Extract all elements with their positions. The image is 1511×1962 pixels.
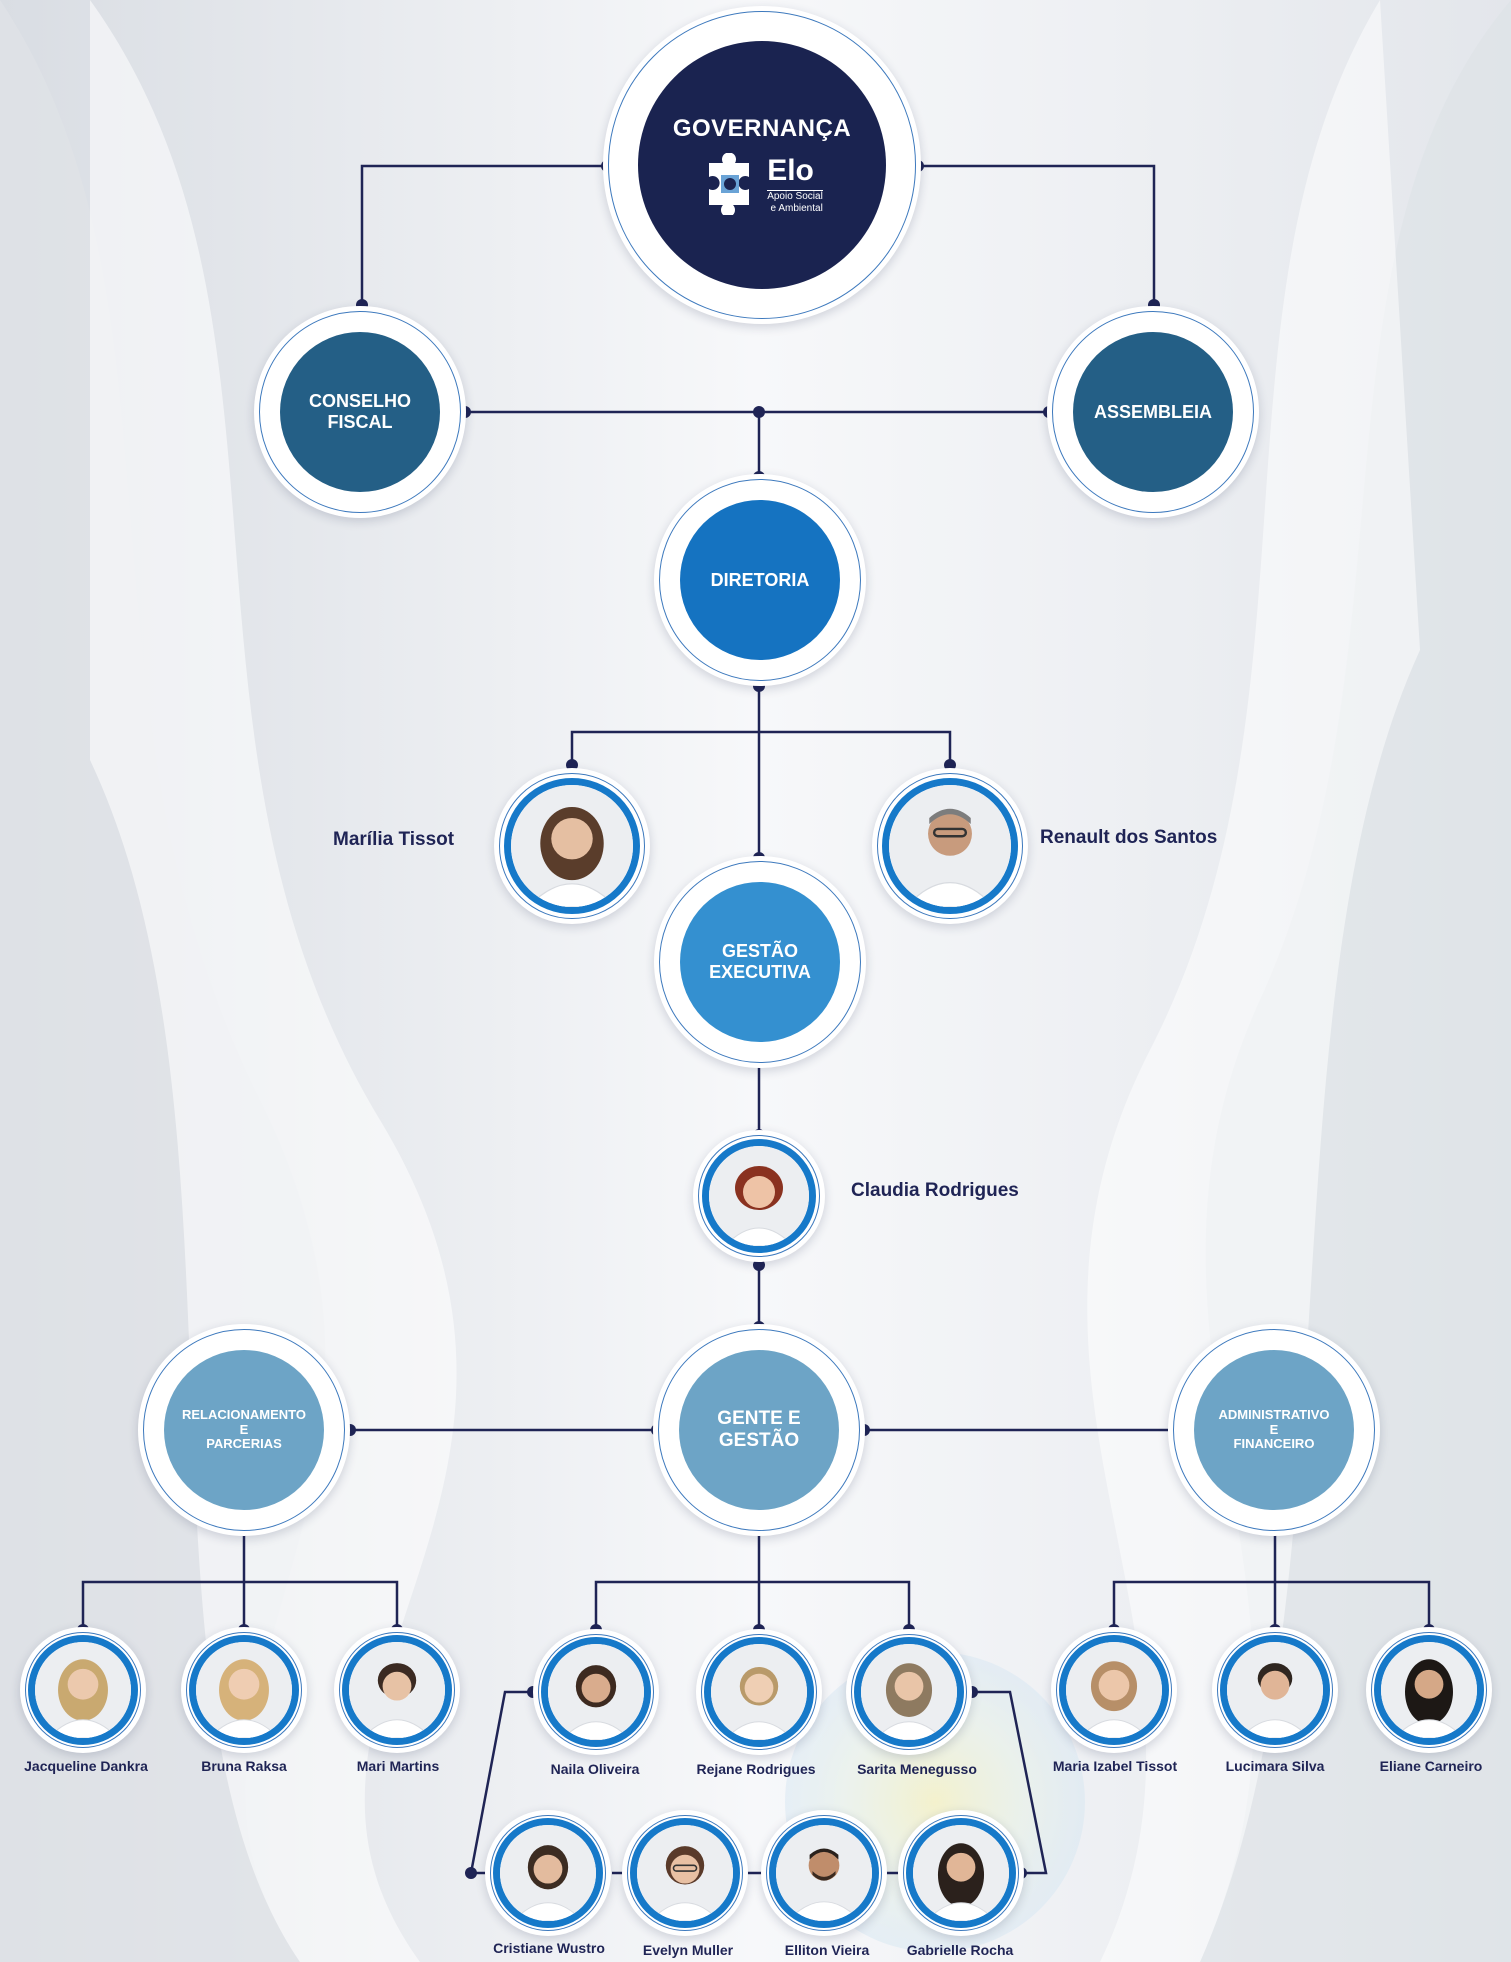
avatar xyxy=(349,1642,445,1738)
photo-elliton xyxy=(761,1810,887,1936)
relacionamento-node: RELACIONAMENTO E PARCERIAS xyxy=(138,1324,350,1536)
elo-logo: Elo Apoio Social e Ambiental xyxy=(701,152,823,215)
name-lucimara: Lucimara Silva xyxy=(1225,1758,1325,1774)
avatar xyxy=(1381,1642,1477,1738)
avatar xyxy=(637,1825,733,1921)
conselho-label-1: CONSELHO xyxy=(308,391,411,412)
avatar xyxy=(500,1825,596,1921)
photo-rejane xyxy=(696,1629,822,1755)
name-maria-izabel: Maria Izabel Tissot xyxy=(1052,1758,1178,1774)
adm-label-1: ADMINISTRATIVO xyxy=(1218,1406,1330,1422)
diretoria-node: DIRETORIA xyxy=(654,474,866,686)
name-jacqueline: Jacqueline Dankra xyxy=(24,1758,148,1774)
photo-renault xyxy=(872,768,1028,924)
conselho-label-2: FISCAL xyxy=(327,412,393,432)
gestao-executiva-node: GESTÃO EXECUTIVA xyxy=(654,856,866,1068)
avatar xyxy=(709,1146,809,1246)
photo-cristiane xyxy=(485,1810,611,1936)
name-renault: Renault dos Santos xyxy=(1040,827,1218,848)
governanca-node: GOVERNANÇA Elo Apoio Social e Ambiental xyxy=(603,6,921,324)
name-sarita: Sarita Menegusso xyxy=(857,1761,977,1777)
governanca-title: GOVERNANÇA xyxy=(672,115,852,143)
name-mari: Mari Martins xyxy=(356,1758,440,1774)
adm-label-3: FINANCEIRO xyxy=(1233,1436,1315,1452)
avatar xyxy=(861,1644,957,1740)
photo-mari xyxy=(334,1627,460,1753)
photo-eliane xyxy=(1366,1627,1492,1753)
name-elliton: Elliton Vieira xyxy=(784,1942,870,1958)
avatar xyxy=(35,1642,131,1738)
name-naila: Naila Oliveira xyxy=(550,1761,640,1777)
photo-sarita xyxy=(846,1629,972,1755)
puzzle-icon xyxy=(709,152,750,215)
gente-label-2: GESTÃO xyxy=(718,1430,800,1451)
avatar xyxy=(511,785,633,907)
photo-claudia xyxy=(693,1130,825,1262)
photo-bruna xyxy=(181,1627,307,1753)
photo-lucimara xyxy=(1212,1627,1338,1753)
avatar xyxy=(548,1644,644,1740)
avatar xyxy=(711,1644,807,1740)
name-eliane: Eliane Carneiro xyxy=(1379,1758,1483,1774)
name-evelyn: Evelyn Muller xyxy=(642,1942,734,1958)
diretoria-label: DIRETORIA xyxy=(710,569,810,590)
logo-name: Elo xyxy=(767,154,823,192)
name-rejane: Rejane Rodrigues xyxy=(696,1761,816,1777)
logo-tagline-2: e Ambiental xyxy=(770,202,823,214)
gente-label-1: GENTE E xyxy=(717,1408,801,1430)
rel-label-2: E xyxy=(239,1421,249,1437)
photo-evelyn xyxy=(622,1810,748,1936)
photo-gabrielle xyxy=(898,1810,1024,1936)
photo-naila xyxy=(533,1629,659,1755)
avatar xyxy=(196,1642,292,1738)
conselho-fiscal-node: CONSELHO FISCAL xyxy=(254,306,466,518)
assembleia-node: ASSEMBLEIA xyxy=(1047,306,1259,518)
photo-jacqueline xyxy=(20,1627,146,1753)
name-claudia: Claudia Rodrigues xyxy=(851,1180,1019,1201)
gestao-label-1: GESTÃO xyxy=(721,941,798,962)
avatar xyxy=(1066,1642,1162,1738)
rel-label-3: PARCERIAS xyxy=(206,1436,282,1452)
photo-maria-izabel xyxy=(1051,1627,1177,1753)
name-gabrielle: Gabrielle Rocha xyxy=(906,1942,1014,1958)
avatar xyxy=(889,785,1011,907)
assembleia-label: ASSEMBLEIA xyxy=(1093,401,1212,422)
name-cristiane: Cristiane Wustro xyxy=(493,1940,605,1956)
photo-marilia xyxy=(494,768,650,924)
avatar xyxy=(913,1825,1009,1921)
administrativo-node: ADMINISTRATIVO E FINANCEIRO xyxy=(1168,1324,1380,1536)
logo-tagline-1: Apoio Social xyxy=(767,191,823,203)
avatar xyxy=(776,1825,872,1921)
adm-label-2: E xyxy=(1269,1421,1279,1437)
rel-label-1: RELACIONAMENTO xyxy=(182,1406,306,1422)
gestao-label-2: EXECUTIVA xyxy=(709,962,811,982)
gente-gestao-node: GENTE E GESTÃO xyxy=(653,1324,865,1536)
name-marilia: Marília Tissot xyxy=(333,829,455,850)
avatar xyxy=(1227,1642,1323,1738)
name-bruna: Bruna Raksa xyxy=(201,1758,287,1774)
